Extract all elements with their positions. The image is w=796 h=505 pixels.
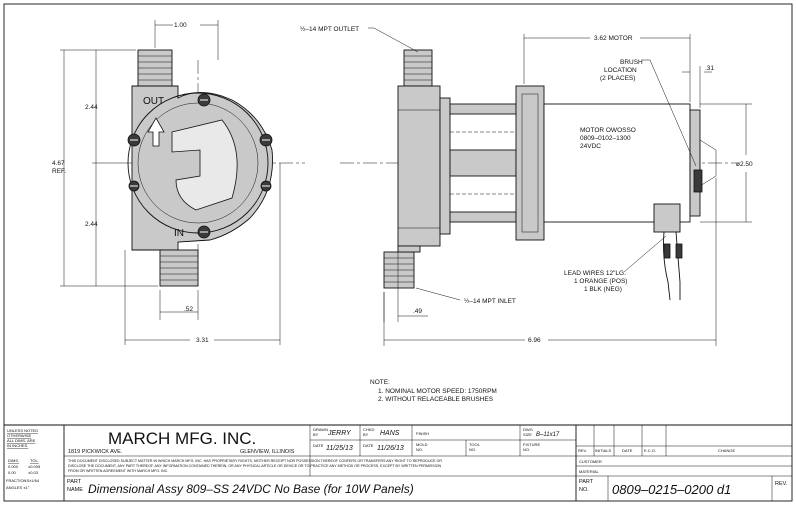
part-no-label-2: NO.	[579, 487, 589, 493]
dim-outlet-spacing: 1.00	[174, 22, 187, 29]
unless-noted-3: ALL DIMS. ARE	[7, 438, 36, 443]
note-1: 1. NOMINAL MOTOR SPEED: 1750RPM	[378, 388, 497, 395]
note-2: 2. WITHOUT RELACEABLE BRUSHES	[378, 396, 494, 403]
date-drawn: 11/25/13	[326, 445, 353, 452]
dim-motor-end: .31	[705, 65, 714, 72]
lead-callout-line-3: 1 BLK (NEG)	[584, 286, 622, 293]
motor-callout-line-3: 24VDC	[580, 143, 601, 150]
dim-overall-height: 4.67	[52, 160, 65, 167]
dim-inlet-offset: .52	[184, 306, 193, 313]
chkd-by: HANS	[380, 430, 400, 437]
brush-callout-line-3: (2 PLACES)	[600, 75, 635, 82]
lead-callout-line-1: LEAD WIRES 12"LG.	[564, 270, 626, 277]
dim-motor: 3.62 MOTOR	[594, 35, 633, 42]
dim-lower: 2.44	[85, 221, 98, 228]
notes-title: NOTE:	[370, 379, 390, 386]
chkd-by-label-1: CHKD	[363, 427, 374, 432]
sheet-border	[3, 3, 793, 502]
brush-callout-line-2: LOCATION	[604, 67, 637, 74]
finish-label: FINISH	[416, 431, 429, 436]
tol-row-1-dims: 0.000	[8, 464, 19, 469]
lead-callout-line-2: 1 ORANGE (POS)	[574, 278, 627, 285]
tol-row-2-tol: ±0.03	[28, 470, 39, 475]
tol-row-1-tol: ±0.005	[28, 464, 41, 469]
tol-row-2-dims: 0.00	[8, 470, 17, 475]
tool-label-2: NO.	[469, 447, 476, 452]
unless-noted-4: IN INCHES.	[7, 443, 28, 448]
rev-label: REV.	[775, 481, 788, 487]
part-name-label-1: PART	[67, 479, 82, 485]
mold-label-2: NO.	[416, 447, 423, 452]
company-address: 1819 PICKWICK AVE.	[68, 449, 123, 455]
notes: NOTE: 1. NOMINAL MOTOR SPEED: 1750RPM 2.…	[370, 379, 497, 403]
date-drawn-label: DATE	[313, 443, 324, 448]
lead-wires-icon	[663, 231, 681, 301]
outlet-callout: ½–14 MPT OUTLET	[300, 25, 359, 33]
motor-callout-line-2: 0809–0102–1300	[580, 135, 631, 142]
unless-noted-1: UNLESS NOTED	[7, 428, 38, 433]
dwg-size: B–11x17	[536, 432, 560, 438]
dim-inlet-offset-side: .49	[413, 308, 422, 315]
dim-upper: 2.44	[85, 104, 98, 111]
front-dimensions: 1.00 2.44 2.44 4.67 REF. .52 3.31	[52, 20, 281, 345]
unless-noted-2: OTHERWISE	[7, 433, 31, 438]
disclaimer-line-1: THIS DOCUMENT DISCLOSED SUBJECT MATTER I…	[68, 459, 442, 463]
disclaimer-line-3: FROM OR WRITTEN AGREEMENT WITH MARCH MFG…	[68, 469, 168, 473]
rev-header-rev: REV.	[578, 448, 587, 453]
company-city: GLENVIEW, ILLINOIS	[240, 449, 295, 455]
rev-header-change: CHANGE	[718, 448, 735, 453]
company-name: MARCH MFG. INC.	[108, 429, 256, 448]
flow-arrow-icon	[147, 117, 165, 147]
tol-header-dims: DIMS.	[8, 458, 19, 463]
housing-screw-icon	[127, 93, 273, 239]
chkd-by-label-2: BY	[363, 432, 369, 437]
drawn-by: JERRY	[327, 430, 352, 437]
dim-overall-height-sub: REF.	[52, 168, 66, 175]
dwg-size-label-1: DWG	[523, 427, 533, 432]
mold-label-1: MOLD	[416, 442, 428, 447]
tol-header-tol: TOL.	[30, 458, 39, 463]
dwg-size-label-2: SIZE	[523, 432, 532, 437]
rev-header-initials: INITIALS	[595, 448, 612, 453]
customer-label: CUSTOMER	[579, 459, 602, 464]
fixture-label-1: FIXTURE	[523, 442, 540, 447]
out-label: OUT	[143, 96, 164, 107]
motor-callout-line-1: MOTOR OWOSSO	[580, 127, 636, 134]
brush-callout-line-1: BRUSH	[620, 59, 643, 66]
drawn-by-label-1: DRAWN	[313, 427, 328, 432]
in-label: IN	[174, 228, 184, 239]
dim-width-front: 3.31	[196, 337, 209, 344]
brush-cap-icon	[693, 169, 703, 193]
tool-label-1: TOOL	[469, 442, 481, 447]
date-chkd-label: DATE	[363, 443, 374, 448]
material-label: MATERIAL	[579, 469, 599, 474]
title-block: UNLESS NOTED OTHERWISE ALL DIMS. ARE IN …	[4, 424, 792, 501]
angles-tolerance: ANGLES ±1°	[6, 485, 30, 490]
part-number: 0809–0215–0200 d1	[612, 482, 731, 497]
fractions-tolerance: FRACTIONS±1/64	[6, 478, 40, 483]
part-name-label-2: NAME	[67, 487, 83, 493]
fixture-label-2: NO.	[523, 447, 530, 452]
inlet-callout: ½–14 MPT INLET	[464, 297, 516, 305]
part-no-label-1: PART	[579, 479, 594, 485]
rev-header-date: DATE	[622, 448, 633, 453]
date-chkd: 11/26/13	[377, 445, 404, 452]
side-motor-flange	[515, 85, 545, 241]
dim-overall-length: 6.96	[528, 337, 541, 344]
rev-header-eco: E.C.O.	[644, 448, 656, 453]
front-view: OUT IN	[118, 49, 305, 287]
drawn-by-label-2: BY	[313, 432, 319, 437]
side-dimensions: ½–14 MPT OUTLET 3.62 MOTOR .31 BRUSH LOC…	[300, 25, 753, 346]
side-view	[340, 49, 738, 301]
disclaimer-line-2: DISCLOSE THE DOCUMENT, ANY PART THEREOF,…	[68, 464, 442, 468]
side-motor-can	[543, 103, 691, 223]
dim-motor-dia: ø2.50	[736, 161, 753, 168]
impeller-cavity	[171, 119, 238, 211]
part-name: Dimensional Assy 809–SS 24VDC No Base (f…	[88, 482, 414, 496]
